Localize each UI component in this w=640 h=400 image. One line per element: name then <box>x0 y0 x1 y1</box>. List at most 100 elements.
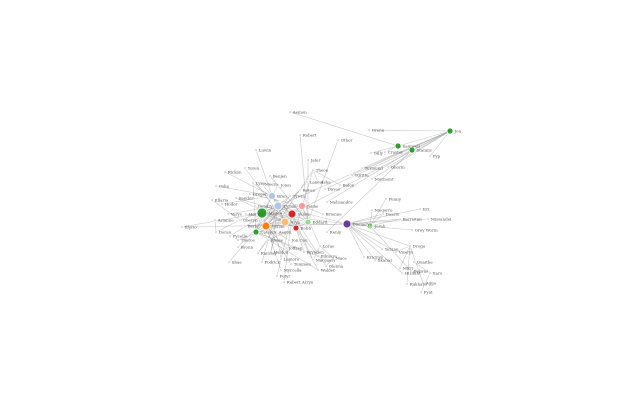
graph-node[interactable] <box>279 268 283 272</box>
graph-node[interactable] <box>306 158 310 162</box>
graph-node[interactable] <box>210 198 214 202</box>
graph-node[interactable] <box>316 254 320 258</box>
graph-node[interactable] <box>254 148 258 152</box>
graph-node[interactable] <box>214 230 218 234</box>
graph-node[interactable] <box>256 207 268 219</box>
graph-node[interactable] <box>304 218 312 226</box>
graph-node[interactable] <box>214 184 218 188</box>
graph-node[interactable] <box>366 222 374 230</box>
graph-node[interactable] <box>321 212 325 216</box>
graph-node[interactable] <box>367 128 371 132</box>
graph-node[interactable] <box>223 170 227 174</box>
graph-node[interactable] <box>316 268 320 272</box>
graph-node[interactable] <box>287 238 291 242</box>
graph-node[interactable] <box>292 224 300 232</box>
graph-node[interactable] <box>369 151 373 155</box>
graph-node[interactable] <box>398 217 402 221</box>
graph-node[interactable] <box>252 228 260 236</box>
graph-node[interactable] <box>269 250 273 254</box>
graph-node[interactable] <box>284 246 288 250</box>
graph-node[interactable] <box>325 200 329 204</box>
graph-node[interactable] <box>280 217 290 227</box>
graph-node[interactable] <box>260 260 264 264</box>
graph-node[interactable] <box>220 202 224 206</box>
graph-node[interactable] <box>421 281 425 285</box>
graph-node[interactable] <box>311 258 315 262</box>
graph-node[interactable] <box>256 251 260 255</box>
graph-node[interactable] <box>226 212 230 216</box>
graph-node[interactable] <box>234 196 238 200</box>
graph-node[interactable] <box>274 230 278 234</box>
graph-node[interactable] <box>400 271 404 275</box>
graph-node[interactable] <box>243 224 247 228</box>
graph-node[interactable] <box>311 168 315 172</box>
graph-node[interactable] <box>370 208 374 212</box>
graph-node[interactable] <box>360 166 364 170</box>
graph-node[interactable] <box>410 228 414 232</box>
graph-node[interactable] <box>279 257 283 261</box>
graph-node[interactable] <box>288 110 292 114</box>
graph-node[interactable] <box>325 230 329 234</box>
graph-node[interactable] <box>298 202 306 210</box>
graph-node[interactable] <box>408 146 416 154</box>
graph-node[interactable] <box>276 183 280 187</box>
graph-node[interactable] <box>324 264 328 268</box>
graph-node[interactable] <box>398 266 402 270</box>
graph-node[interactable] <box>408 244 412 248</box>
graph-node[interactable] <box>248 192 252 196</box>
graph-node[interactable] <box>412 260 416 264</box>
graph-node[interactable] <box>298 133 302 137</box>
graph-node[interactable] <box>282 280 286 284</box>
graph-node[interactable] <box>243 166 247 170</box>
graph-node[interactable] <box>302 250 306 254</box>
graph-node[interactable] <box>381 212 385 216</box>
graph-node[interactable] <box>405 282 409 286</box>
graph-node[interactable] <box>236 245 240 249</box>
graph-node[interactable] <box>336 138 340 142</box>
graph-node[interactable] <box>386 165 390 169</box>
graph-node[interactable] <box>253 204 257 208</box>
graph-node[interactable] <box>373 258 377 262</box>
graph-node[interactable] <box>350 173 354 177</box>
graph-node[interactable] <box>236 238 240 242</box>
graph-node[interactable] <box>323 187 327 191</box>
graph-node[interactable] <box>419 290 423 294</box>
graph-node[interactable] <box>275 274 279 278</box>
graph-node[interactable] <box>298 188 302 192</box>
graph-node[interactable] <box>331 256 335 260</box>
graph-node[interactable] <box>251 181 255 185</box>
graph-node[interactable] <box>289 262 293 266</box>
graph-node[interactable] <box>227 260 231 264</box>
graph-node[interactable] <box>244 212 248 216</box>
graph-node[interactable] <box>380 247 384 251</box>
graph-node[interactable] <box>288 194 292 198</box>
graph-node[interactable] <box>394 250 398 254</box>
graph-node[interactable] <box>428 271 432 275</box>
graph-node[interactable] <box>228 234 232 238</box>
graph-node[interactable] <box>342 219 352 229</box>
graph-node[interactable] <box>426 217 430 221</box>
graph-node[interactable] <box>384 197 388 201</box>
graph-node[interactable] <box>260 182 264 186</box>
graph-node[interactable] <box>316 180 320 184</box>
graph-node[interactable] <box>238 218 242 222</box>
graph-node[interactable] <box>266 238 270 242</box>
graph-node[interactable] <box>338 183 342 187</box>
graph-node[interactable] <box>370 177 374 181</box>
graph-node[interactable] <box>268 192 276 200</box>
graph-node[interactable] <box>268 174 272 178</box>
graph-node[interactable] <box>287 209 297 219</box>
graph-node[interactable] <box>305 180 309 184</box>
graph-node[interactable] <box>446 127 454 135</box>
graph-node[interactable] <box>409 269 413 273</box>
graph-node[interactable] <box>213 218 217 222</box>
graph-node[interactable] <box>180 225 184 229</box>
graph-node[interactable] <box>273 201 283 211</box>
graph-node[interactable] <box>394 142 402 150</box>
graph-node[interactable] <box>418 207 422 211</box>
graph-node[interactable] <box>428 154 432 158</box>
graph-node[interactable] <box>362 255 366 259</box>
graph-node[interactable] <box>318 244 322 248</box>
graph-node[interactable] <box>261 221 271 231</box>
